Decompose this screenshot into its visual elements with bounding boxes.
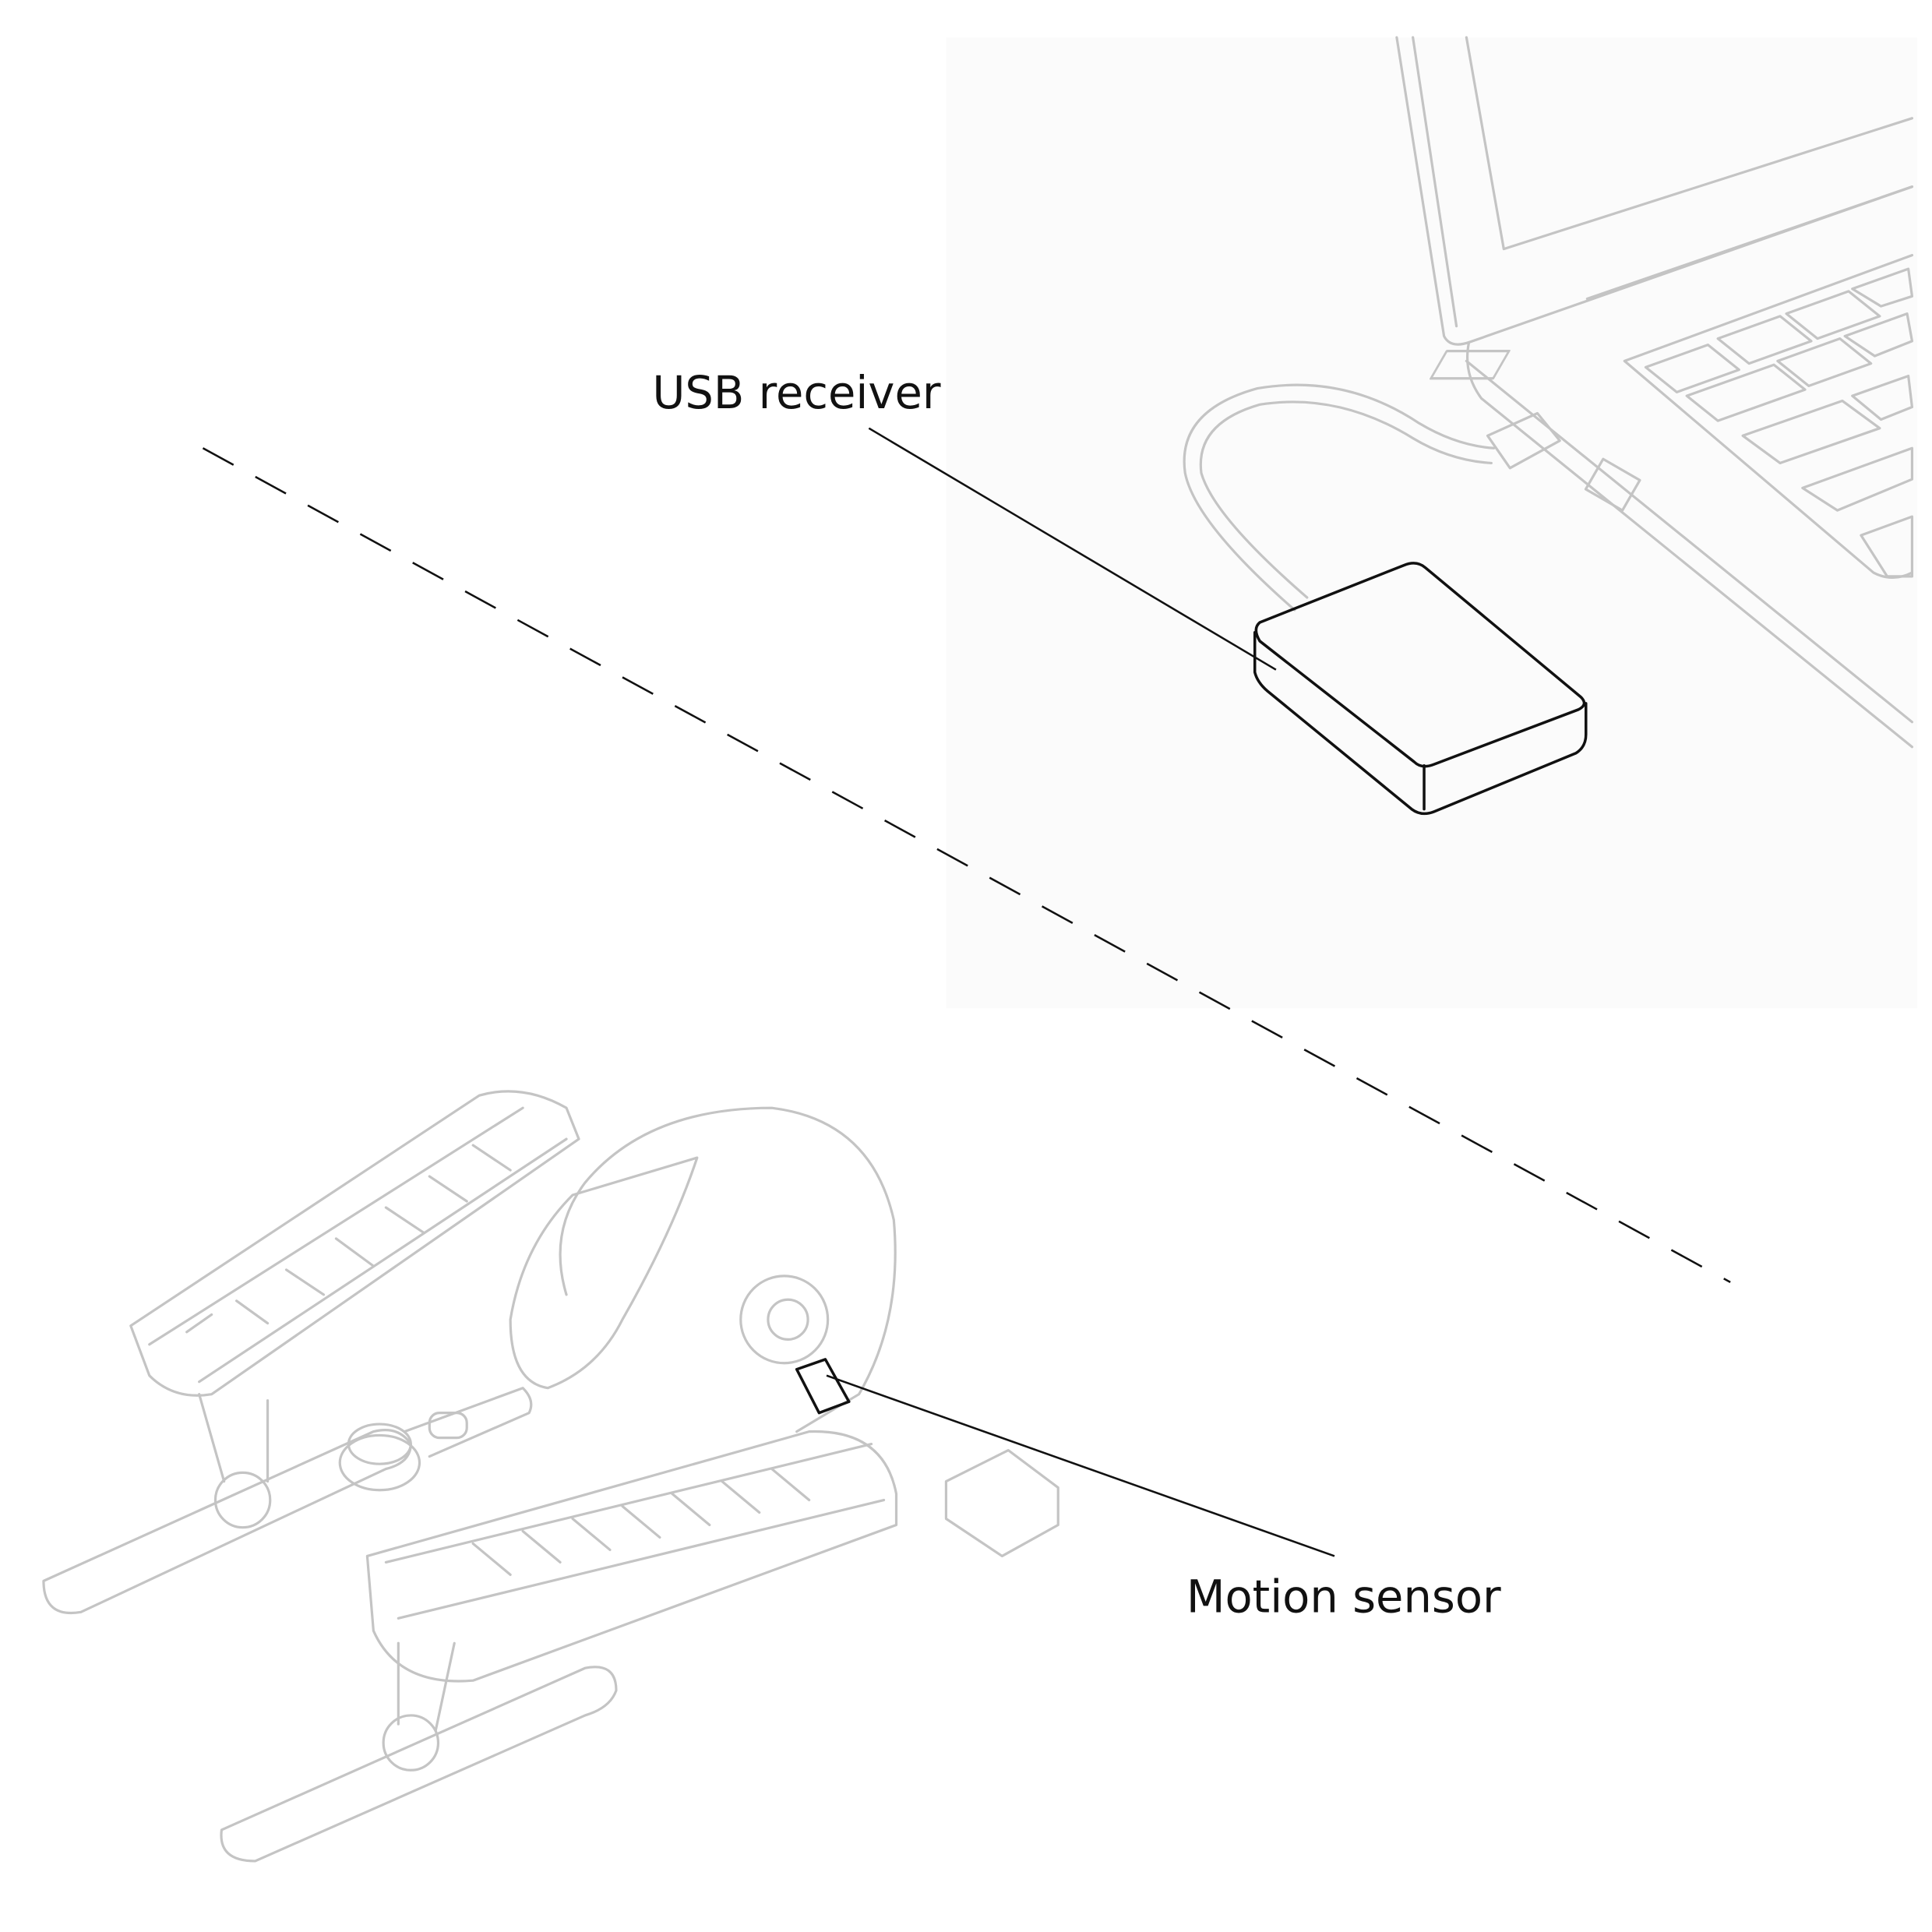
usb-receiver-device bbox=[1253, 562, 1588, 816]
motion-sensor-device bbox=[795, 1358, 851, 1415]
motion-sensor-label: Motion sensor bbox=[1186, 1571, 1501, 1623]
separator-line bbox=[202, 447, 1731, 1283]
usb-receiver-label: USB receiver bbox=[652, 367, 941, 419]
usb-cable bbox=[1183, 383, 1561, 612]
motion-sensor-leader bbox=[826, 1374, 1335, 1557]
usb-receiver-leader bbox=[868, 427, 1277, 671]
elliptical-trainer bbox=[42, 1090, 1059, 1863]
laptop bbox=[946, 36, 1917, 1009]
